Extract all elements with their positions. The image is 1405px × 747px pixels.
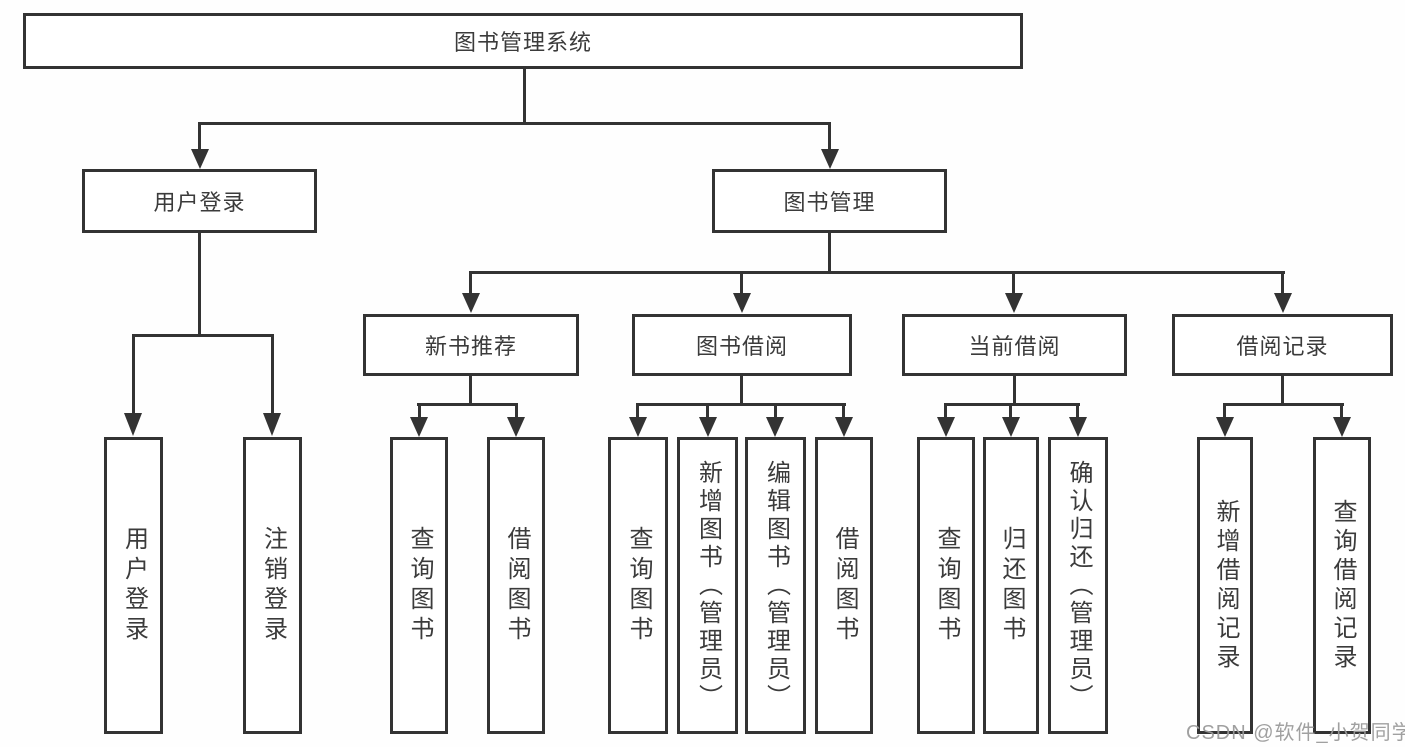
leaf-edit-books-admin: 编辑图书（管理员）: [745, 437, 806, 734]
leaf-label: 编辑图书（管理员）: [762, 459, 790, 712]
arrow-down-icon: [124, 413, 142, 436]
csdn-watermark: CSDN @软件_小贺同学: [1186, 722, 1405, 744]
arrow-down-icon: [507, 417, 525, 437]
node-root-label: 图书管理系统: [453, 30, 592, 55]
node-book-management-label: 图书管理: [783, 190, 876, 215]
connector-arm: [706, 403, 709, 419]
connector-book-management-bar: [469, 271, 1285, 274]
arrow-down-icon: [1333, 417, 1351, 437]
connector-arm: [1076, 403, 1079, 419]
arrow-down-icon: [937, 417, 955, 437]
connector-book-borrow-stub: [740, 376, 743, 406]
node-user-login-label: 用户登录: [153, 190, 246, 215]
connector-user-login-arm-right: [271, 334, 274, 414]
node-borrow-records: 借阅记录: [1172, 314, 1393, 376]
connector-new-book-bar: [417, 403, 518, 406]
leaf-label: 归还图书: [998, 525, 1025, 646]
leaf-label: 用户登录: [120, 525, 148, 646]
connector-user-login-bar: [132, 334, 274, 337]
leaf-return-books: 归还图书: [983, 437, 1039, 734]
node-book-borrow: 图书借阅: [632, 314, 852, 376]
connector-arm: [1223, 403, 1226, 419]
leaf-add-borrow-record: 新增借阅记录: [1197, 437, 1253, 734]
connector-arm: [515, 403, 518, 419]
arrow-down-icon: [1005, 293, 1023, 313]
leaf-query-books-recommend: 查询图书: [390, 437, 448, 734]
connector-user-login-arm-left: [132, 334, 135, 414]
leaf-label: 新增图书（管理员）: [694, 459, 722, 712]
connector-root-bar: [198, 122, 831, 125]
leaf-query-books-borrow: 查询图书: [608, 437, 668, 734]
node-new-book-recommend-label: 新书推荐: [424, 334, 517, 359]
connector-arm-book-borrow: [740, 271, 743, 295]
arrow-down-icon: [1002, 417, 1020, 437]
node-user-login: 用户登录: [82, 169, 317, 233]
connector-current-borrow-stub: [1013, 376, 1016, 406]
leaf-label: 确认归还（管理员）: [1065, 459, 1092, 712]
leaf-confirm-return-admin: 确认归还（管理员）: [1048, 437, 1108, 734]
leaf-add-books-admin: 新增图书（管理员）: [677, 437, 738, 734]
connector-user-login-stub: [198, 233, 201, 337]
leaf-label: 查询图书: [625, 525, 652, 646]
connector-root-arm-right: [828, 122, 831, 152]
connector-arm: [1009, 403, 1012, 419]
connector-book-management-stub: [828, 233, 831, 274]
leaf-borrow-books: 借阅图书: [815, 437, 873, 734]
connector-root-stub: [523, 69, 526, 125]
leaf-query-books-current: 查询图书: [917, 437, 975, 734]
arrow-down-icon: [733, 293, 751, 313]
leaf-label: 查询图书: [406, 525, 433, 646]
connector-new-book-stub: [469, 376, 472, 406]
connector-arm: [774, 403, 777, 419]
arrow-down-icon: [699, 417, 717, 437]
node-current-borrow-label: 当前借阅: [968, 334, 1061, 359]
connector-arm: [1340, 403, 1343, 419]
connector-arm: [842, 403, 845, 419]
arrow-down-icon: [821, 149, 839, 169]
node-book-borrow-label: 图书借阅: [695, 334, 788, 359]
connector-arm: [418, 403, 421, 419]
connector-root-arm-left: [198, 122, 201, 152]
arrow-down-icon: [629, 417, 647, 437]
leaf-label: 查询图书: [933, 525, 960, 646]
connector-arm-current-borrow: [1012, 271, 1015, 295]
connector-arm: [636, 403, 639, 419]
arrow-down-icon: [191, 149, 209, 169]
node-book-management: 图书管理: [712, 169, 947, 233]
connector-arm-new-book: [469, 271, 472, 295]
leaf-label: 借阅图书: [831, 525, 858, 646]
arrow-down-icon: [462, 293, 480, 313]
arrow-down-icon: [1069, 417, 1087, 437]
connector-borrow-records-stub: [1281, 376, 1284, 406]
arrow-down-icon: [410, 417, 428, 437]
leaf-label: 借阅图书: [503, 525, 530, 646]
leaf-borrow-books-recommend: 借阅图书: [487, 437, 545, 734]
arrow-down-icon: [1216, 417, 1234, 437]
leaf-user-login: 用户登录: [104, 437, 163, 734]
leaf-label: 查询借阅记录: [1329, 498, 1356, 673]
node-new-book-recommend: 新书推荐: [363, 314, 579, 376]
arrow-down-icon: [766, 417, 784, 437]
connector-borrow-records-bar: [1223, 403, 1344, 406]
node-root: 图书管理系统: [23, 13, 1023, 69]
leaf-logout: 注销登录: [243, 437, 302, 734]
arrow-down-icon: [1274, 293, 1292, 313]
node-borrow-records-label: 借阅记录: [1236, 334, 1329, 359]
leaf-query-borrow-record: 查询借阅记录: [1313, 437, 1371, 734]
leaf-label: 新增借阅记录: [1212, 498, 1239, 673]
node-current-borrow: 当前借阅: [902, 314, 1127, 376]
arrow-down-icon: [263, 413, 281, 436]
connector-book-borrow-bar: [636, 403, 846, 406]
leaf-label: 注销登录: [259, 525, 287, 646]
connector-arm: [944, 403, 947, 419]
connector-arm-borrow-records: [1281, 271, 1284, 295]
connector-current-borrow-bar: [944, 403, 1080, 406]
arrow-down-icon: [835, 417, 853, 437]
